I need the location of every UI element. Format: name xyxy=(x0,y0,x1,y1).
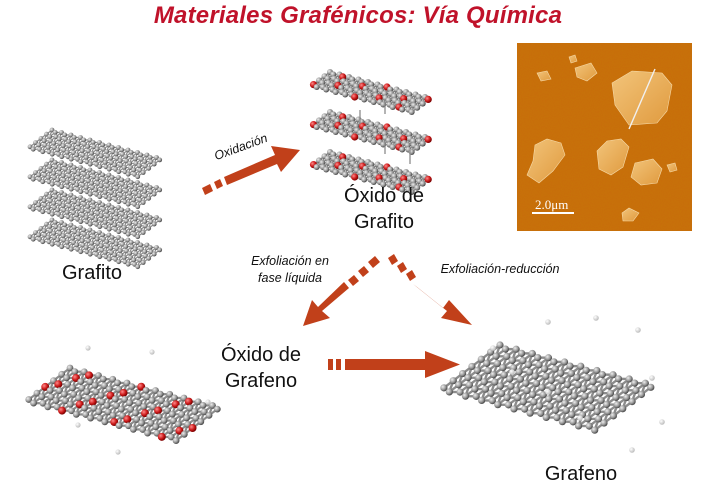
oxidation-arrow xyxy=(202,146,300,195)
graphene-oxide-structure xyxy=(25,345,221,455)
afm-image xyxy=(517,43,692,231)
diagram-title: Materiales Grafénicos: Vía Química xyxy=(153,2,563,29)
exfoliation-reduction-label: Exfoliación-reducción xyxy=(440,262,560,276)
scale-bar-label: 2.0μm xyxy=(535,197,569,212)
liquid-exfoliation-arrow xyxy=(303,256,380,326)
reduction-arrow xyxy=(328,351,460,378)
graphene-structure xyxy=(440,315,665,453)
graphene-label: Grafeno xyxy=(544,463,618,485)
exfoliation-reduction-arrow xyxy=(388,254,472,325)
graphite-oxide-label-line1: Óxido de xyxy=(343,185,425,207)
graphite-structure xyxy=(27,127,163,270)
graphite-label: Grafito xyxy=(61,262,123,284)
afm-profile-line xyxy=(628,68,656,130)
liquid-exfoliation-label-line1: Exfoliación en xyxy=(251,254,329,268)
graphite-oxide-label-line2: Grafito xyxy=(353,211,415,233)
graphene-oxide-label-line2: Grafeno xyxy=(224,370,298,392)
liquid-exfoliation-label-line2: fase líquida xyxy=(258,271,322,285)
graphite-oxide-structure xyxy=(309,69,432,195)
graphene-oxide-label-line1: Óxido de xyxy=(220,344,302,366)
